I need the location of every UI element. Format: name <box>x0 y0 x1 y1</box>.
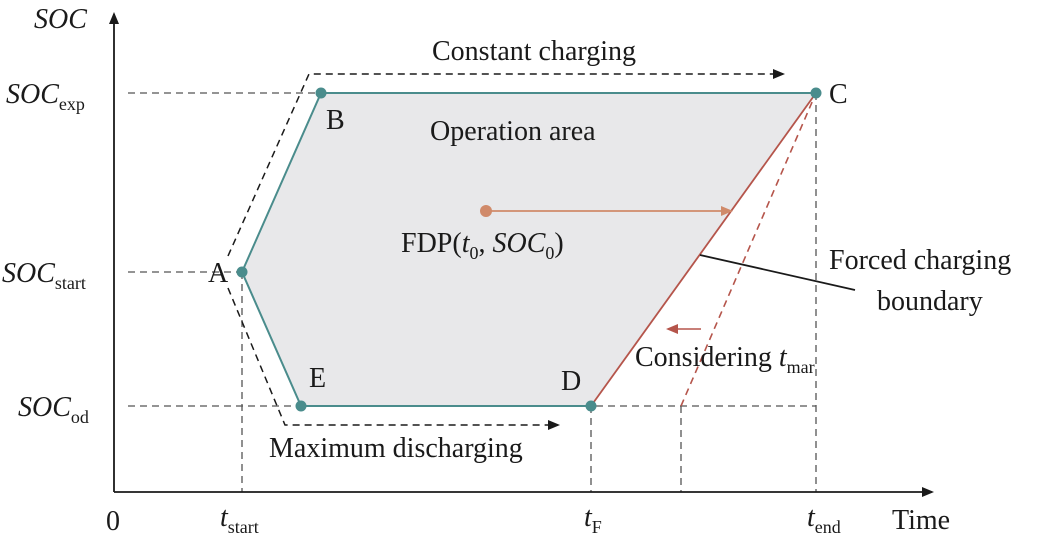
operation-area-label: Operation area <box>430 116 596 147</box>
t-end-label: tend <box>807 502 841 537</box>
point-a-label: A <box>208 258 229 289</box>
point-e-label: E <box>309 363 326 394</box>
point-b-marker <box>315 87 327 99</box>
forced-charging-boundary-line <box>590 92 817 407</box>
y-axis-label: SOC <box>34 4 87 35</box>
forced-charging-leader <box>699 254 856 291</box>
forced-charging-label-line1: Forced charging <box>829 245 1011 276</box>
t-f-label: tF <box>584 502 602 537</box>
point-b-label: B <box>326 105 345 136</box>
t-start-label: tstart <box>220 502 259 537</box>
origin-label: 0 <box>106 506 120 537</box>
point-d-label: D <box>561 366 581 397</box>
point-d-marker <box>585 400 597 412</box>
point-a-marker <box>236 266 248 278</box>
max-discharging-label: Maximum discharging <box>269 433 523 464</box>
forced-charging-with-tmar-line <box>680 92 817 407</box>
forced-charging-label-line2: boundary <box>877 286 983 317</box>
constant-charging-envelope <box>227 69 785 257</box>
soc-start-label: SOCstart <box>2 258 86 293</box>
soc-od-label: SOCod <box>18 392 89 427</box>
considering-tmar-label: Considering tmar <box>635 342 815 377</box>
point-c-marker <box>810 87 822 99</box>
operation-area-region <box>242 93 816 406</box>
x-axis-label: Time <box>892 505 950 536</box>
fdp-label: FDP(t0, SOC0) <box>401 228 564 263</box>
point-e-marker <box>295 400 307 412</box>
point-c-label: C <box>829 79 848 110</box>
constant-charging-label: Constant charging <box>432 36 636 67</box>
soc-exp-label: SOCexp <box>6 79 85 114</box>
max-discharging-envelope <box>227 287 560 430</box>
fdp-point <box>480 205 492 217</box>
